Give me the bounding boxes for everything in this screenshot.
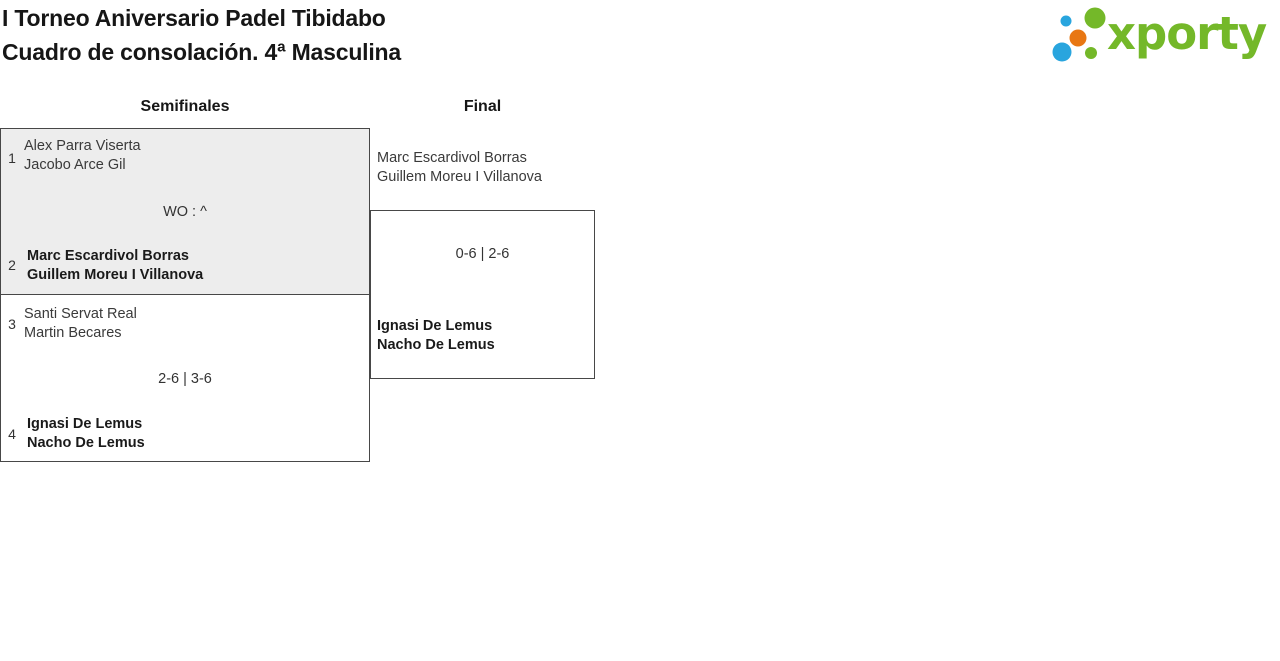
page-title: I Torneo Aniversario Padel Tibidabo Cuad… [2, 1, 401, 69]
match-score: 2-6 | 3-6 [158, 371, 212, 387]
player-name: Alex Parra Viserta [24, 138, 141, 154]
team-pair: Marc Escardivol Borras Guillem Moreu I V… [377, 149, 542, 187]
logo-wordmark: xporty [1107, 7, 1267, 60]
round-header-final: Final [463, 98, 502, 115]
logo-dot-blue-small [1060, 15, 1072, 27]
xporty-logo: xporty [1052, 7, 1268, 62]
match-score: WO : ^ [163, 204, 207, 220]
seed-number: 1 [8, 150, 16, 166]
team-pair-winner: Ignasi De Lemus Nacho De Lemus [27, 415, 145, 453]
player-name: Marc Escardivol Borras [27, 248, 189, 264]
seed-number: 2 [8, 257, 16, 273]
team-pair-winner: Marc Escardivol Borras Guillem Moreu I V… [27, 247, 203, 285]
semifinal-2-box [0, 294, 370, 462]
page-title-line1: I Torneo Aniversario Padel Tibidabo [2, 5, 386, 31]
logo-dot-green-small [1085, 47, 1097, 59]
final-box [370, 210, 595, 379]
seed-number: 4 [8, 426, 16, 442]
match-score: 0-6 | 2-6 [455, 246, 510, 262]
player-name: Guillem Moreu I Villanova [27, 267, 204, 283]
round-header-semifinales: Semifinales [140, 98, 230, 115]
seed-number: 3 [8, 316, 16, 332]
player-name: Nacho De Lemus [377, 337, 495, 353]
team-pair: Alex Parra Viserta Jacobo Arce Gil [24, 137, 141, 175]
player-name: Marc Escardivol Borras [377, 150, 527, 166]
team-pair-winner: Ignasi De Lemus Nacho De Lemus [377, 317, 495, 355]
team-pair: Santi Servat Real Martin Becares [24, 305, 137, 343]
player-name: Ignasi De Lemus [377, 318, 493, 334]
semifinal-1-box [0, 128, 370, 295]
player-name: Martin Becares [24, 325, 122, 341]
player-name: Jacobo Arce Gil [24, 157, 126, 173]
logo-dots-icon [1052, 7, 1106, 62]
player-name: Ignasi De Lemus [27, 416, 143, 432]
player-name: Nacho De Lemus [27, 435, 145, 451]
player-name: Santi Servat Real [24, 306, 137, 322]
page-title-line2: Cuadro de consolación. 4ª Masculina [2, 39, 401, 65]
logo-dot-blue-large [1052, 42, 1072, 62]
logo-dot-orange [1069, 29, 1087, 47]
player-name: Guillem Moreu I Villanova [377, 169, 542, 185]
logo-dot-green-large [1084, 7, 1106, 29]
